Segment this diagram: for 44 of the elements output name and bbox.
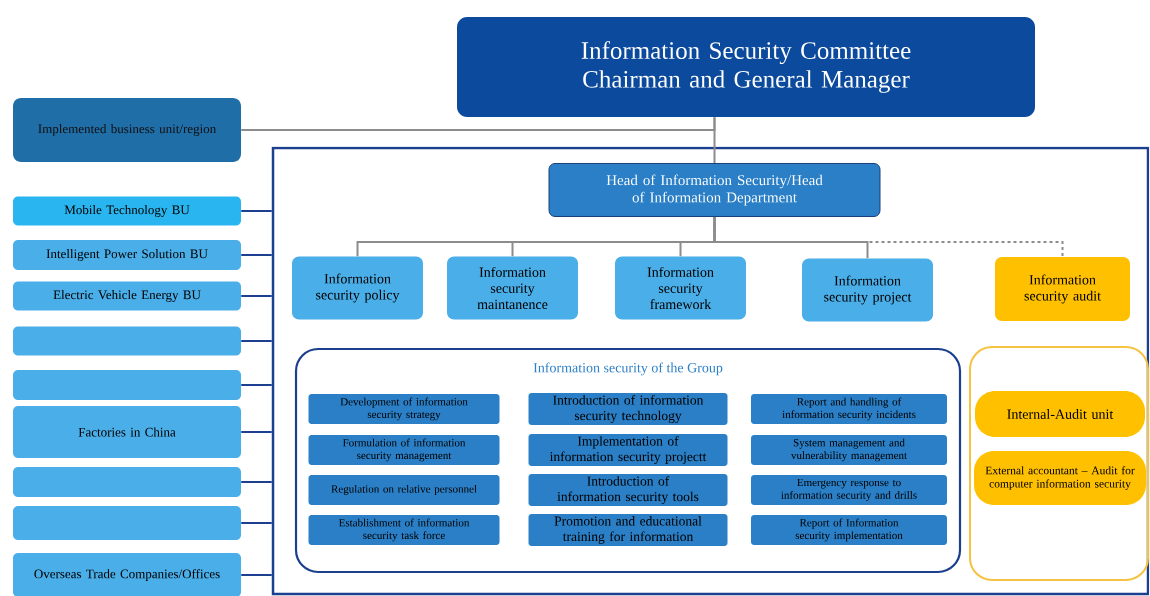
task-box: Emergency response to information security and drills (751, 475, 947, 505)
task-box: Establishment of information security task force (308, 515, 500, 545)
function-box: Information security policy (292, 256, 423, 320)
function-box: Information security framework (615, 256, 746, 320)
task-box: Implementation of information security projectt (528, 434, 728, 466)
audit-panel (969, 346, 1149, 581)
function-box: Information security project (802, 258, 933, 322)
task-box: Introduction of information security technology (528, 393, 728, 425)
audit-box: Information security audit (995, 257, 1130, 321)
connector-line (240, 254, 273, 256)
connector-line (713, 116, 716, 164)
unit-box: Mobile Technology BU (13, 196, 241, 226)
unit-box (13, 506, 241, 540)
frame (271, 146, 1150, 596)
audit-unit-box: Internal-Audit unit (975, 391, 1145, 437)
audit-unit-box: External accountant – Audit for computer information security (974, 451, 1146, 505)
task-box: Development of information security strategy (308, 394, 500, 424)
connector-line (240, 574, 273, 576)
connector-line (240, 210, 273, 212)
connector-line (240, 295, 273, 297)
function-box: Information security maintanence (447, 256, 578, 320)
connector-line (240, 384, 273, 386)
unit-box (13, 326, 241, 356)
unit-box: Implemented business unit/region (13, 98, 241, 162)
connector-line (240, 481, 273, 483)
unit-box: Intelligent Power Solution BU (13, 240, 241, 270)
task-box: Formulation of information security management (308, 435, 500, 465)
committee-box: Information Security Committee Chairman and General Manager (457, 17, 1035, 117)
unit-box: Overseas Trade Companies/Offices (13, 553, 241, 596)
task-box: Report and handling of information security incidents (751, 394, 947, 424)
head-box: Head of Information Security/Head of Information Department (548, 163, 881, 217)
task-box: Report of Information security implementation (751, 515, 947, 545)
unit-box (13, 467, 241, 497)
task-box: System management and vulnerability management (751, 435, 947, 465)
task-box: Introduction of information security tools (528, 474, 728, 506)
connector-line (240, 431, 273, 433)
connector-line (240, 340, 273, 342)
unit-box: Factories in China (13, 406, 241, 458)
unit-box: Electric Vehicle Energy BU (13, 281, 241, 311)
unit-box (13, 370, 241, 400)
task-box: Promotion and educational training for information (528, 514, 728, 546)
connector-line (713, 216, 1064, 258)
task-box: Regulation on relative personnel (308, 475, 500, 505)
connector-line (240, 522, 273, 524)
